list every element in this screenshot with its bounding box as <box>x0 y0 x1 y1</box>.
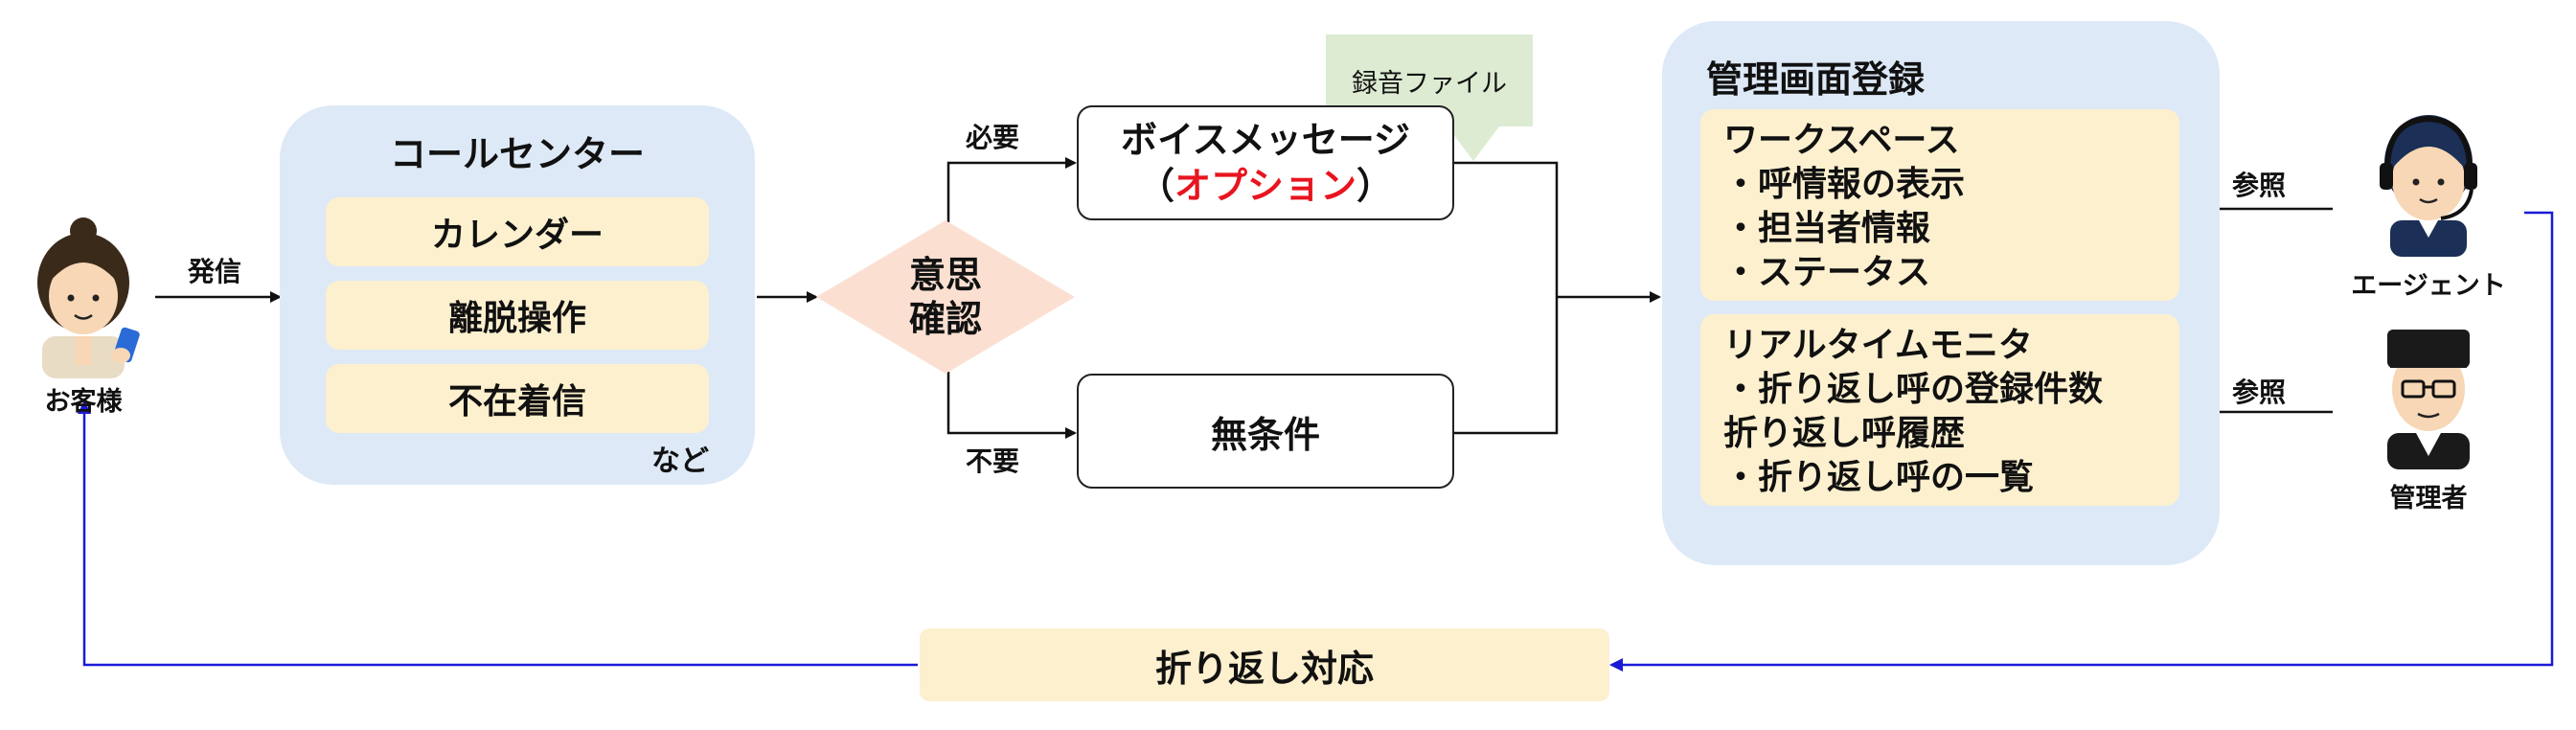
realtime-line: 折り返し呼履歴 <box>1723 414 1966 453</box>
realtime-line: ・折り返し呼の一覧 <box>1723 458 2035 497</box>
callcenter-title: コールセンター <box>389 132 645 175</box>
workspace-card: ワークスペース ・呼情報の表示 ・担当者情報 ・ステータス <box>1700 109 2179 301</box>
edge-label-ref-agent: 参照 <box>2232 170 2287 201</box>
callcenter-etc: など <box>651 445 709 478</box>
unconditional-box: 無条件 <box>1077 374 1454 489</box>
customer-woman-icon <box>37 217 140 378</box>
agent-label: エージェント <box>2351 271 2506 301</box>
callback-box: 折り返し対応 <box>920 628 1609 701</box>
unconditional-label: 無条件 <box>1210 413 1320 456</box>
callcenter-item: カレンダー <box>326 197 709 266</box>
customer-label: お客様 <box>44 387 123 417</box>
callcenter-item: 不在着信 <box>326 364 709 433</box>
realtime-line: ・折り返し呼の登録件数 <box>1723 370 2104 409</box>
admin-screen-panel: 管理画面登録 ワークスペース ・呼情報の表示 ・担当者情報 ・ステータス リアル… <box>1662 21 2220 565</box>
voicemail-box: ボイスメッセージ （オプション） <box>1077 105 1454 220</box>
admin-node: 管理者 <box>2337 326 2519 517</box>
admin-label: 管理者 <box>2389 484 2468 513</box>
loop-agent-to-callback <box>1609 211 2554 672</box>
agent-headset-icon <box>2380 115 2477 257</box>
recording-file-label: 録音ファイル <box>1352 68 1507 99</box>
edge-label-ref-admin: 参照 <box>2232 376 2287 408</box>
customer-node: お客様 <box>21 216 146 417</box>
voicemail-title: ボイスメッセージ <box>1120 119 1411 161</box>
callcenter-panel: コールセンター カレンダー 離脱操作 不在着信 など <box>280 105 755 485</box>
line-merge-top <box>1454 161 1559 435</box>
workspace-line: ・呼情報の表示 <box>1723 165 1966 204</box>
edge-label-no-need: 不要 <box>966 445 1020 477</box>
voicemail-open-paren: （ <box>1137 165 1174 207</box>
loop-callback-to-customer <box>78 400 918 667</box>
workspace-line: ワークスペース <box>1723 121 1960 160</box>
callcenter-item: 離脱操作 <box>326 281 709 350</box>
administrator-icon <box>2387 330 2470 469</box>
voicemail-option-line: （オプション） <box>1138 163 1393 209</box>
edge-label-need: 必要 <box>966 122 1020 153</box>
voicemail-close-paren: ） <box>1356 165 1394 207</box>
realtime-card: リアルタイムモニタ ・折り返し呼の登録件数 折り返し呼履歴 ・折り返し呼の一覧 <box>1700 314 2179 506</box>
workspace-line: ・担当者情報 <box>1723 209 1931 248</box>
decision-diamond <box>816 220 1075 374</box>
admin-screen-title: 管理画面登録 <box>1706 58 1926 101</box>
workspace-line: ・ステータス <box>1723 253 1931 292</box>
decision-label: 意思 確認 <box>816 240 1075 354</box>
arrow-need <box>946 157 1077 222</box>
edge-label-call: 発信 <box>188 256 242 287</box>
arrow-no-need <box>946 372 1077 439</box>
recording-tag-tail <box>1445 123 1502 161</box>
decision-line1: 意思 <box>908 254 982 296</box>
agent-node: エージェント <box>2337 103 2519 305</box>
callback-label: 折り返し対応 <box>1154 647 1374 690</box>
decision-line2: 確認 <box>908 298 982 340</box>
realtime-line: リアルタイムモニタ <box>1723 326 2033 365</box>
voicemail-option-text: オプション <box>1174 165 1356 207</box>
